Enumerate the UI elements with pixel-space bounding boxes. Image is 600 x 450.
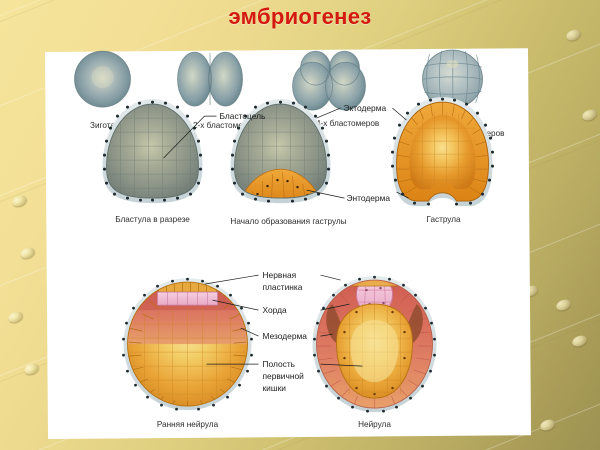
label-notochord: Хорда bbox=[263, 305, 288, 315]
label-archenteron-line3: кишки bbox=[263, 383, 287, 393]
neurula-outer-nuclei bbox=[313, 275, 436, 413]
leader-endoderm bbox=[306, 189, 409, 199]
caption-neurula: Нейрула bbox=[358, 420, 391, 429]
early-neurula-outer-nuclei bbox=[122, 277, 253, 411]
blastula-outer-nuclei bbox=[103, 100, 203, 202]
caption-gastrula: Гаструла bbox=[426, 215, 461, 224]
slide-title: эмбриогенез bbox=[228, 4, 372, 29]
leader-mesoderm bbox=[240, 327, 333, 337]
caption-four-cell: Стадия 4-х бластомеров bbox=[286, 119, 379, 128]
leader-archenteron bbox=[206, 363, 363, 367]
caption-zygote: Зигота bbox=[90, 121, 115, 130]
stage-gastrula bbox=[391, 97, 495, 207]
figure-panel: Зигота Стадия 2-х бластомеров Стадия 4-х… bbox=[45, 48, 532, 439]
stage-zygote bbox=[74, 50, 131, 108]
stage-thirtytwo-cell bbox=[422, 49, 483, 109]
label-blastocoel: Бластоцель bbox=[220, 111, 267, 121]
leader-neural-plate bbox=[204, 274, 341, 285]
label-neural-plate-line1: Нервная bbox=[263, 270, 297, 280]
stage-two-cell bbox=[177, 51, 243, 107]
caption-gastrulation-start: Начало образования гаструлы bbox=[230, 217, 346, 226]
stage-blastula bbox=[102, 99, 203, 204]
stage-four-cell bbox=[292, 50, 366, 111]
label-neural-plate-line2: пластинка bbox=[263, 282, 303, 292]
leader-ectoderm bbox=[316, 107, 407, 121]
stage-neurula bbox=[312, 275, 437, 413]
label-archenteron-line2: первичной bbox=[263, 371, 305, 381]
caption-early-neurula: Ранняя нейрула bbox=[157, 420, 219, 429]
label-endoderm: Энтодерма bbox=[347, 193, 391, 203]
label-mesoderm: Мезодерма bbox=[263, 331, 308, 341]
stage-early-neurula bbox=[122, 277, 253, 411]
embryogenesis-diagram: Зигота Стадия 2-х бластомеров Стадия 4-х… bbox=[74, 49, 505, 429]
label-ectoderm: Эктодерма bbox=[344, 103, 387, 113]
leader-notochord bbox=[212, 299, 350, 311]
caption-blastula: Бластула в разрезе bbox=[115, 215, 190, 224]
label-archenteron-line1: Полость bbox=[263, 359, 296, 369]
caption-two-cell: Стадия 2-х бластомеров bbox=[163, 121, 256, 130]
leader-blastocoel bbox=[163, 115, 217, 159]
